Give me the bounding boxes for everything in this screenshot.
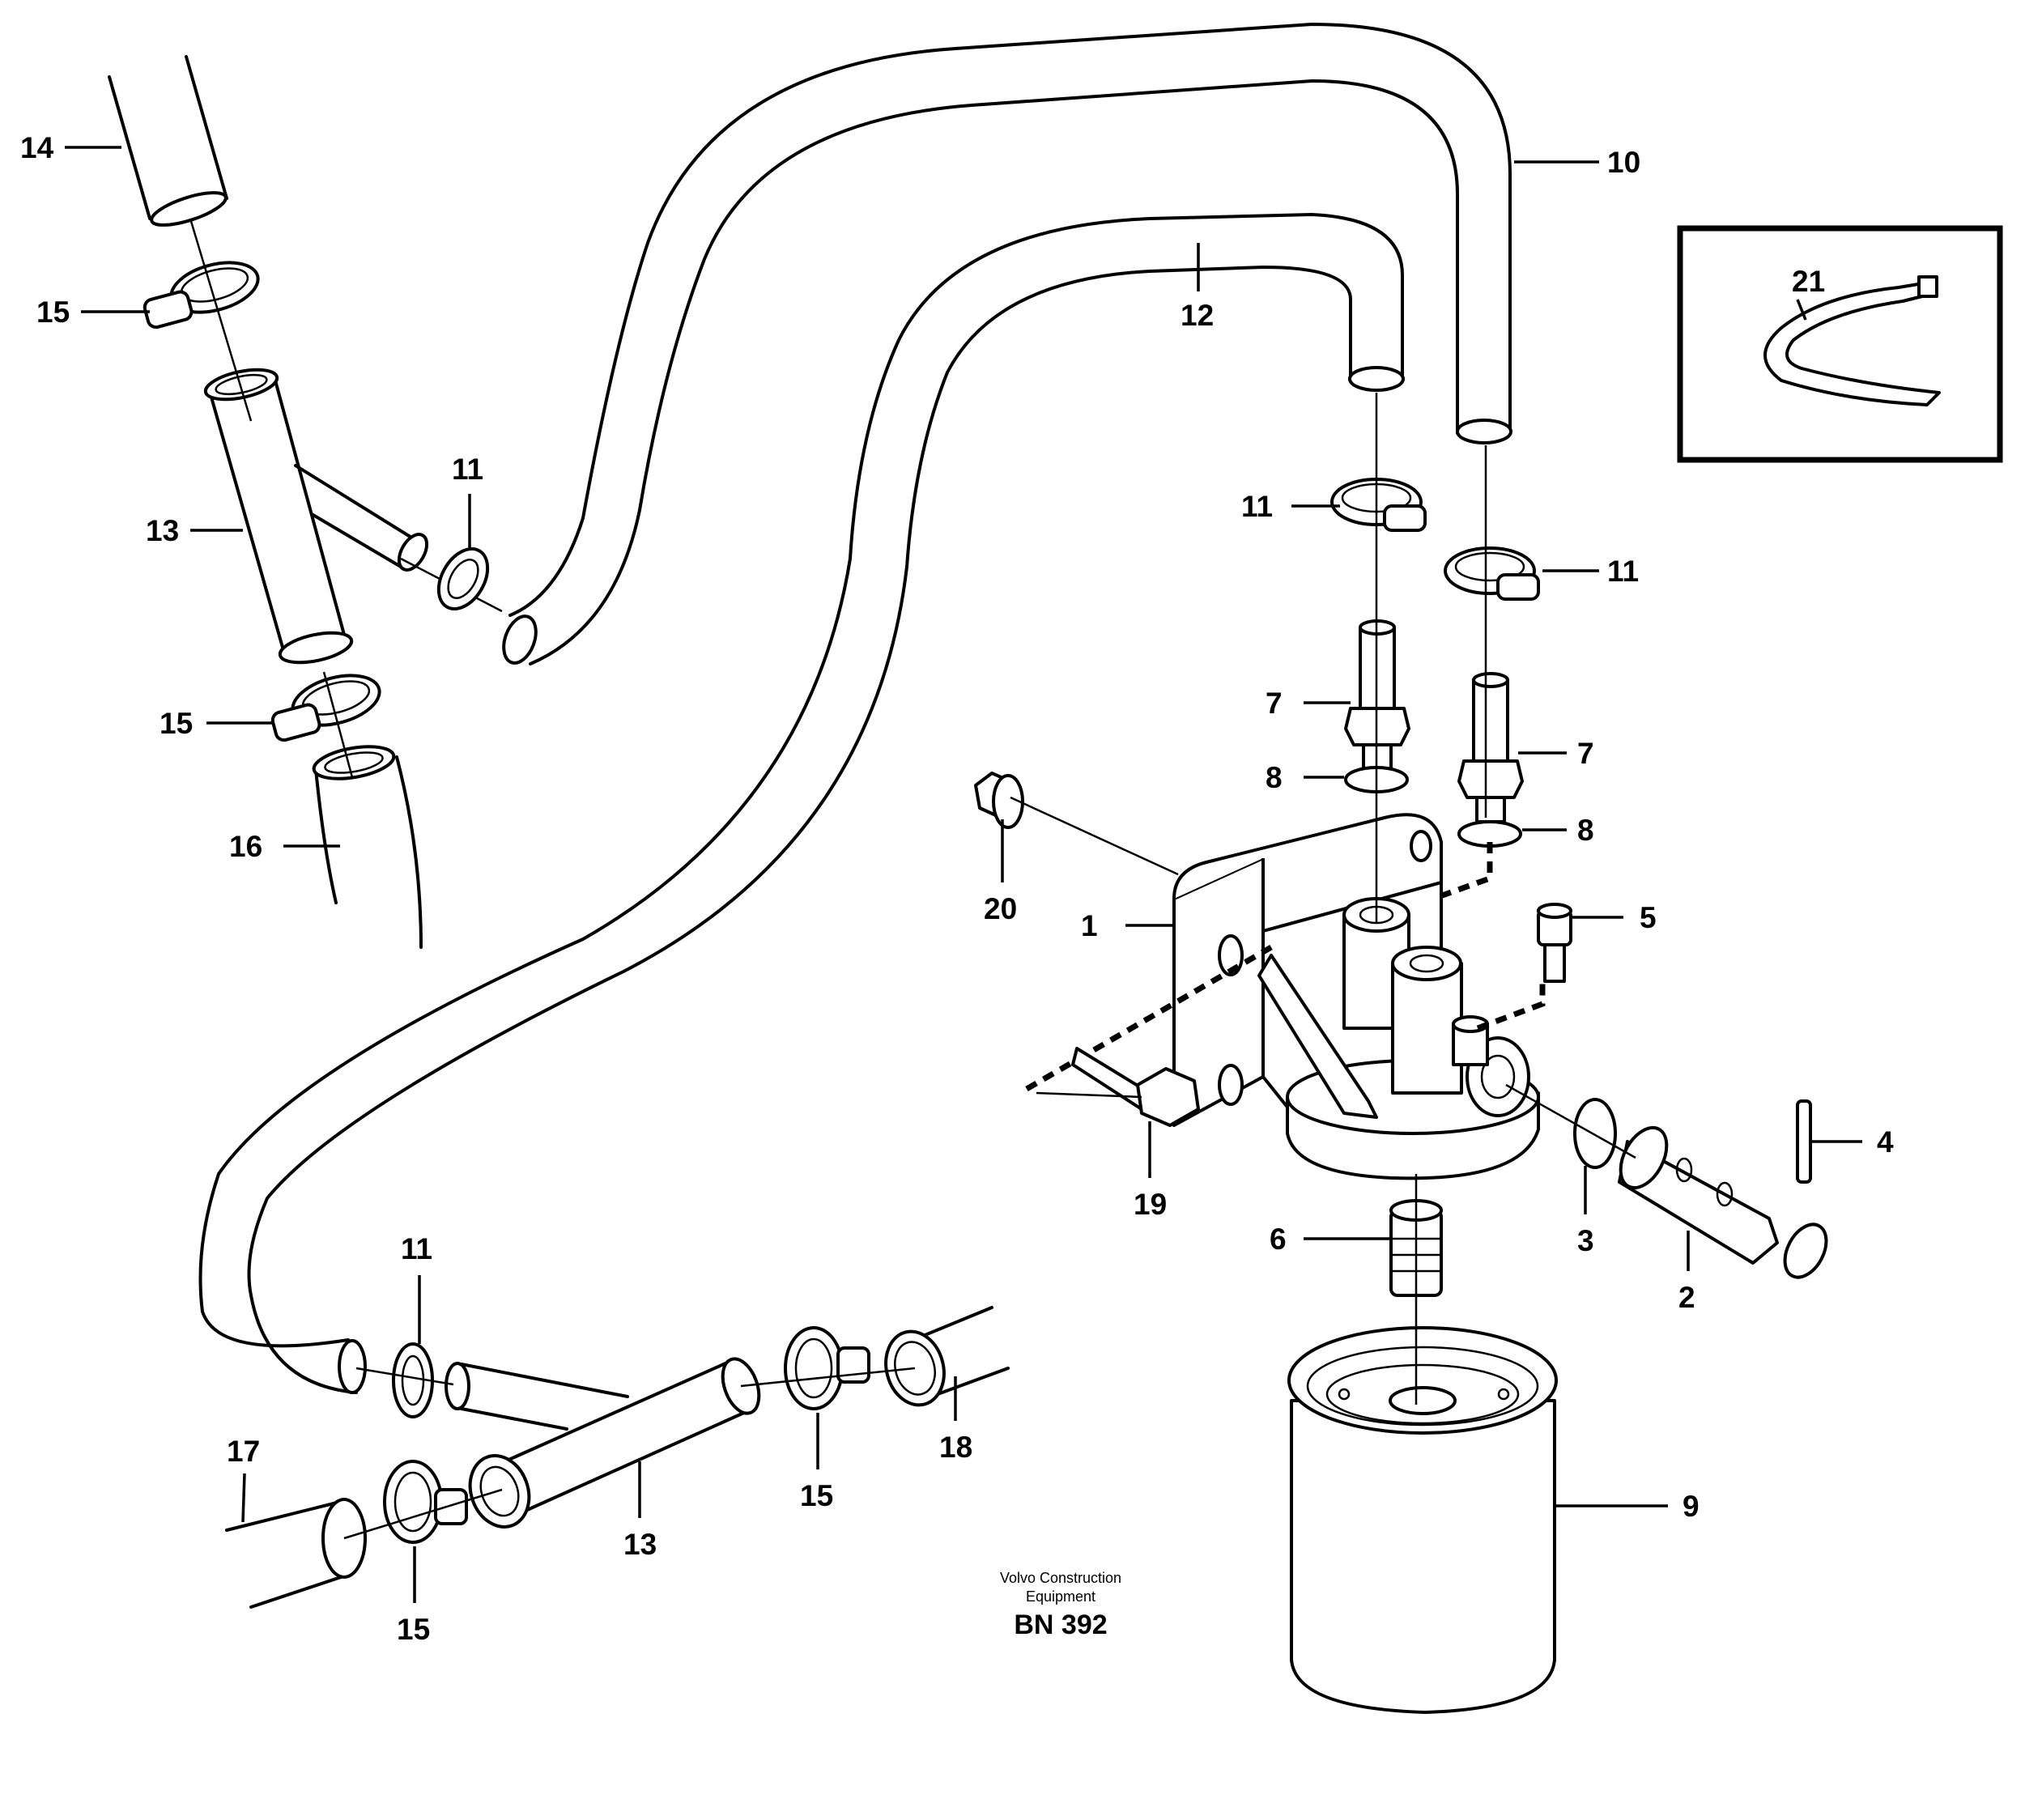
o-ring-3 [1573, 1098, 1617, 1169]
callout-16: 16 [229, 830, 262, 863]
clamp-15-top [143, 261, 260, 330]
callout-11: 11 [452, 453, 483, 486]
hose-18 [884, 1306, 1010, 1407]
assembly-line-screw [1476, 984, 1546, 1031]
callout-labels: 14 15 13 11 15 16 10 12 21 11 11 7 7 8 8… [20, 131, 1894, 1646]
callout-2: 2 [1678, 1281, 1695, 1314]
callout-15: 15 [800, 1479, 833, 1512]
credit-line2: Equipment [1026, 1588, 1095, 1605]
callout-14: 14 [20, 131, 54, 164]
callout-11: 11 [1607, 555, 1639, 588]
callout-4: 4 [1877, 1125, 1894, 1159]
screw-5 [1537, 903, 1572, 983]
hose-12 [198, 213, 1404, 1394]
nut-20 [974, 772, 1179, 876]
callout-8: 8 [1266, 761, 1283, 794]
valve-2 [1618, 1125, 1828, 1279]
callout-8: 8 [1577, 814, 1594, 847]
callout-13: 13 [146, 514, 179, 547]
callout-15: 15 [36, 296, 70, 329]
callout-13: 13 [623, 1528, 657, 1561]
hose-10-end [1456, 419, 1512, 444]
callout-10: 10 [1607, 146, 1640, 179]
hose-16 [312, 745, 423, 949]
hose-12-end [1348, 366, 1405, 392]
hose-17 [225, 1498, 367, 1609]
assembly-lines [189, 218, 1636, 1540]
hose-end-lower-left [338, 1339, 367, 1394]
callout-19: 19 [1134, 1188, 1167, 1221]
clamp-11-upper-left [436, 547, 490, 610]
callout-17: 17 [227, 1435, 260, 1468]
leader-lines [65, 146, 1862, 1603]
callout-3: 3 [1577, 1224, 1594, 1257]
nipple-7-right [1457, 672, 1524, 823]
callout-5: 5 [1640, 901, 1657, 934]
document-number: BN 392 [1014, 1610, 1107, 1640]
clamp-11-right [1444, 546, 1540, 601]
callout-15: 15 [160, 707, 193, 740]
bolt-19 [1071, 1047, 1200, 1127]
clamp-11-left [1330, 478, 1427, 532]
credit-line1: Volvo Construction [1000, 1570, 1121, 1586]
callout-6: 6 [1270, 1223, 1287, 1256]
assembly-line-bolt [1025, 944, 1273, 1092]
tee-13-lower [445, 1357, 761, 1529]
callout-18: 18 [939, 1431, 972, 1464]
callout-11: 11 [401, 1232, 432, 1265]
callout-15: 15 [397, 1613, 430, 1646]
inset-box-21 [1677, 225, 2003, 463]
oil-filter-9 [1287, 1326, 1558, 1714]
clamp-15-lower-right [784, 1326, 870, 1410]
callout-11: 11 [1241, 490, 1273, 523]
clamp-15-lower-left [383, 1460, 468, 1544]
clamp-15-mid [270, 674, 381, 742]
callout-20: 20 [984, 892, 1017, 925]
callout-9: 9 [1683, 1490, 1700, 1523]
callout-7: 7 [1266, 687, 1283, 720]
callout-1: 1 [1081, 909, 1098, 942]
cable-tie-21 [1763, 282, 1941, 406]
callout-7: 7 [1577, 737, 1594, 770]
filter-housing-1 [1172, 813, 1540, 1180]
callout-21: 21 [1792, 265, 1825, 298]
tee-13-upper [203, 368, 503, 665]
callout-12: 12 [1181, 299, 1214, 332]
hose-14 [108, 55, 228, 227]
credit-block: Volvo Construction Equipment BN 392 [1000, 1570, 1121, 1640]
pin-4 [1796, 1099, 1812, 1184]
hose-end-upper-left [502, 614, 538, 665]
hose-10 [508, 23, 1512, 665]
